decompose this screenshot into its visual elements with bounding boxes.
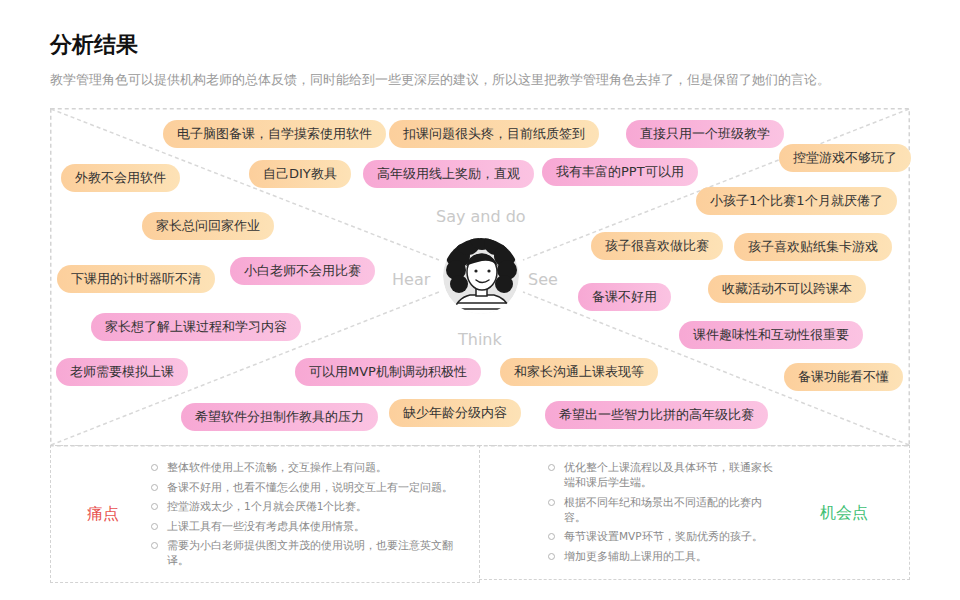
note-text: 希望出一些智力比拼的高年级比赛 [559,407,754,423]
note-text: 自己DIY教具 [263,166,337,182]
bullet-list: 优化整个上课流程以及具体环节，联通家长端和课后学生端。根据不同年纪和场景出不同适… [548,460,778,568]
note-pill: 小孩子1个比赛1个月就厌倦了 [696,187,897,215]
bullet-item: 根据不同年纪和场景出不同适配的比赛内容。 [548,495,778,525]
note-text: 电子脑图备课，自学摸索使用软件 [177,126,372,142]
bullet-item: 整体软件使用上不流畅，交互操作上有问题。 [151,460,473,475]
note-pill: 扣课问题很头疼，目前纸质签到 [389,120,599,148]
bullet-item: 上课工具有一些没有考虑具体使用情景。 [151,519,473,534]
panel-heading: 机会点 [820,502,868,523]
note-text: 外教不会用软件 [75,170,166,186]
note-text: 扣课问题很头疼，目前纸质签到 [403,126,585,142]
panel-heading: 痛点 [87,503,119,524]
quadrant-label: Think [458,330,502,349]
page-caption: 教学管理角色可以提供机构老师的总体反馈，同时能给到一些更深层的建议，所以这里把教… [50,71,930,89]
quadrant-label: Hear [392,270,430,289]
note-pill: 自己DIY教具 [249,160,351,188]
note-text: 控堂游戏不够玩了 [793,150,897,166]
note-pill: 家长想了解上课过程和学习内容 [91,313,301,341]
note-pill: 高年级用线上奖励，直观 [363,160,534,188]
note-pill: 和家长沟通上课表现等 [500,358,658,386]
bullet-item: 控堂游戏太少，1个月就会厌倦1个比赛。 [151,499,473,514]
note-text: 和家长沟通上课表现等 [514,364,644,380]
note-text: 我有丰富的PPT可以用 [556,164,684,180]
note-pill: 孩子喜欢贴纸集卡游戏 [734,233,892,261]
note-pill: 我有丰富的PPT可以用 [542,158,698,186]
note-pill: 下课用的计时器听不清 [57,265,215,293]
quadrant-label: See [528,270,558,289]
note-text: 收藏活动不可以跨课本 [722,281,852,297]
note-pill: 孩子很喜欢做比赛 [591,232,723,260]
summary-panel: 机会点 优化整个上课流程以及具体环节，联通家长端和课后学生端。根据不同年纪和场景出… [479,445,910,580]
note-pill: 控堂游戏不够玩了 [779,144,911,172]
note-text: 下课用的计时器听不清 [71,271,201,287]
note-text: 小白老师不会用比赛 [244,263,361,279]
note-pill: 希望出一些智力比拼的高年级比赛 [545,401,768,429]
note-pill: 家长总问回家作业 [142,212,274,240]
note-pill: 备课功能看不懂 [784,363,903,391]
note-pill: 缺少年龄分级内容 [389,399,521,427]
note-pill: 老师需要模拟上课 [56,358,188,386]
note-text: 直接只用一个班级教学 [640,126,770,142]
bullet-item: 优化整个上课流程以及具体环节，联通家长端和课后学生端。 [548,460,778,490]
note-pill: 课件趣味性和互动性很重要 [679,321,863,349]
note-pill: 希望软件分担制作教具的压力 [181,403,378,431]
note-text: 希望软件分担制作教具的压力 [195,409,364,425]
note-text: 备课功能看不懂 [798,369,889,385]
bullet-item: 备课不好用，也看不懂怎么使用，说明交互上有一定问题。 [151,480,473,495]
note-text: 课件趣味性和互动性很重要 [693,327,849,343]
note-pill: 收藏活动不可以跨课本 [708,275,866,303]
note-text: 备课不好用 [592,289,657,305]
note-text: 家长总问回家作业 [156,218,260,234]
bullet-item: 每节课设置MVP环节，奖励优秀的孩子。 [548,529,778,544]
note-text: 老师需要模拟上课 [70,364,174,380]
note-pill: 直接只用一个班级教学 [626,120,784,148]
note-pill: 电子脑图备课，自学摸索使用软件 [163,120,386,148]
note-text: 家长想了解上课过程和学习内容 [105,319,287,335]
page-title: 分析结果 [50,30,138,60]
note-text: 小孩子1个比赛1个月就厌倦了 [710,193,883,209]
note-pill: 外教不会用软件 [61,164,180,192]
bullet-item: 增加更多辅助上课用的工具。 [548,549,778,564]
note-pill: 备课不好用 [578,283,671,311]
bullet-list: 整体软件使用上不流畅，交互操作上有问题。备课不好用，也看不懂怎么使用，说明交互上… [151,460,473,573]
quadrant-label: Say and do [436,207,526,226]
note-text: 孩子喜欢贴纸集卡游戏 [748,239,878,255]
bullet-item: 需要为小白老师提供图文并茂的使用说明，也要注意英文翻译。 [151,538,473,568]
summary-panel: 痛点 整体软件使用上不流畅，交互操作上有问题。备课不好用，也看不懂怎么使用，说明交… [50,445,480,583]
persona-avatar [443,226,519,316]
note-pill: 小白老师不会用比赛 [230,257,375,285]
note-text: 孩子很喜欢做比赛 [605,238,709,254]
note-text: 可以用MVP机制调动积极性 [309,364,467,380]
note-text: 高年级用线上奖励，直观 [377,166,520,182]
note-pill: 可以用MVP机制调动积极性 [295,358,481,386]
note-text: 缺少年龄分级内容 [403,405,507,421]
